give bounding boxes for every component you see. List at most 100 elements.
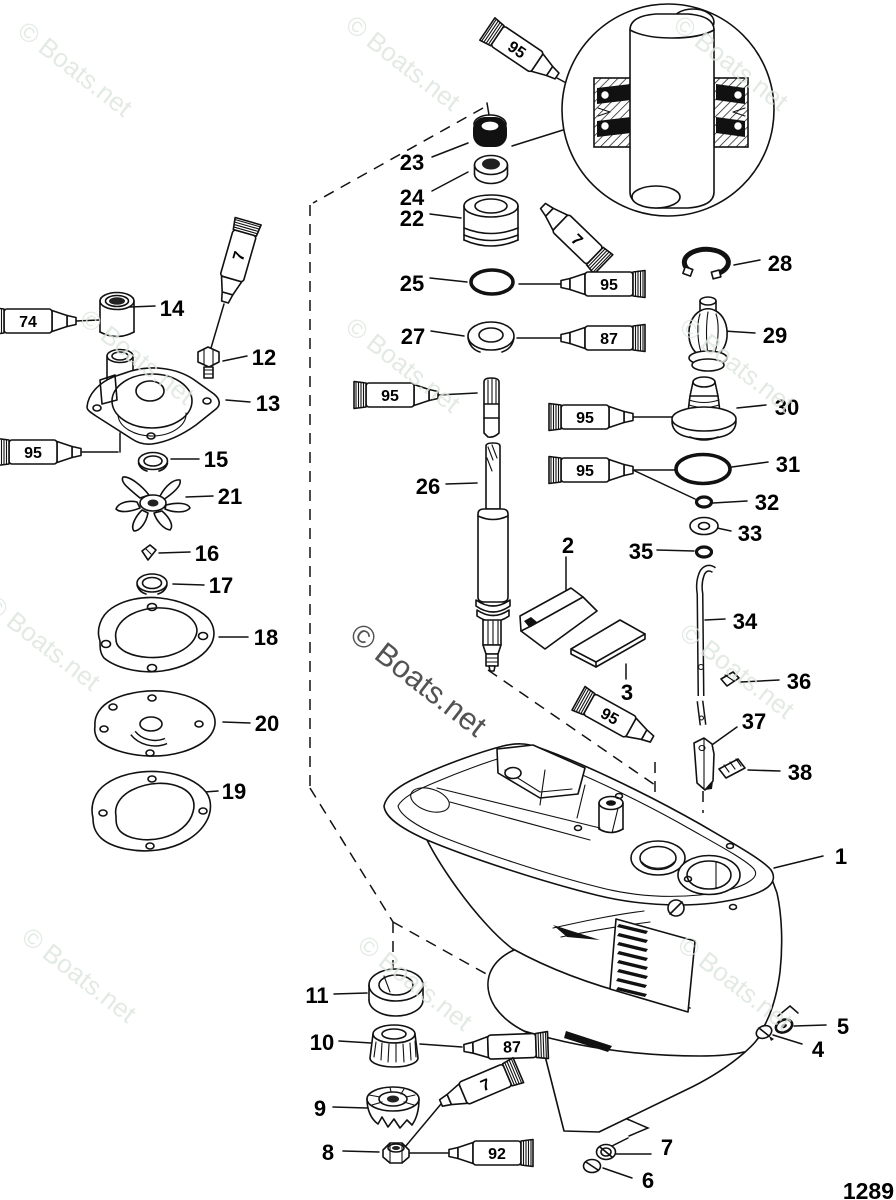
- callout-11[interactable]: 11: [305, 983, 328, 1008]
- callout-21[interactable]: 21: [218, 484, 242, 509]
- part-38-pin: [718, 758, 746, 779]
- tube-7-icon: [211, 216, 262, 307]
- part-35-washer-small: [694, 545, 714, 559]
- callout-10[interactable]: 10: [310, 1030, 334, 1055]
- part-30-plug-assembly: [671, 376, 737, 441]
- tube-label: 95: [24, 445, 42, 462]
- part-33-washer: [689, 516, 719, 536]
- tube-7-icon: [532, 195, 614, 275]
- callout-9[interactable]: 9: [314, 1096, 326, 1121]
- part-28-retaining-clip: [681, 246, 731, 280]
- part-27-ball-bearing: [467, 321, 515, 353]
- watermark-text: © Boats.net: [0, 589, 107, 697]
- part-26-driveshaft: [475, 377, 511, 672]
- callout-2[interactable]: 2: [562, 533, 574, 558]
- part-34-shift-rod: [695, 564, 716, 726]
- callout-28[interactable]: 28: [768, 251, 792, 276]
- part-25-o-ring: [469, 268, 515, 296]
- tube-label: 87: [503, 1039, 521, 1057]
- tube-label: 95: [576, 410, 594, 427]
- part-31-o-ring: [674, 452, 732, 486]
- callout-26[interactable]: 26: [416, 474, 440, 499]
- callout-3[interactable]: 3: [621, 680, 633, 705]
- part-21-impeller: [115, 476, 191, 532]
- part-9-pinion-gear: [366, 1086, 420, 1129]
- part-16-impeller-key: [141, 544, 157, 561]
- part-10-tapered-bearing: [369, 1024, 419, 1068]
- part-24-bearing: [473, 154, 509, 185]
- tube-label: 95: [600, 277, 618, 294]
- callout-23[interactable]: 23: [400, 150, 424, 175]
- part-8-pinion-nut: [382, 1142, 410, 1164]
- part-11-bearing-race: [368, 968, 424, 1017]
- callout-6[interactable]: 6: [642, 1168, 654, 1193]
- callout-1[interactable]: 1: [835, 844, 847, 869]
- part-32-washer-small: [694, 495, 714, 509]
- tube-label: 95: [597, 705, 621, 729]
- callout-25[interactable]: 25: [400, 271, 424, 296]
- callout-29[interactable]: 29: [763, 323, 787, 348]
- watermark-text: © Boats.net: [340, 9, 466, 117]
- callout-34[interactable]: 34: [733, 609, 758, 634]
- water-intake-slits: [616, 924, 648, 997]
- tube-7-icon: [434, 1056, 525, 1117]
- part-4-screw: [755, 1024, 774, 1041]
- tube-label: 95: [576, 463, 594, 480]
- callout-22[interactable]: 22: [400, 206, 424, 231]
- callout-38[interactable]: 38: [788, 760, 812, 785]
- tube-label: 87: [600, 331, 618, 348]
- callout-12[interactable]: 12: [252, 345, 276, 370]
- callout-8[interactable]: 8: [322, 1140, 334, 1165]
- callout-35[interactable]: 35: [629, 539, 653, 564]
- part-19-gasket: [91, 770, 212, 852]
- part-29-fitting: [688, 296, 728, 372]
- part-5-washer: [774, 1018, 794, 1034]
- watermark-text: © Boats.net: [12, 15, 138, 123]
- watermark-text: © Boats.net: [344, 616, 494, 744]
- part-15-seal-ring: [137, 451, 169, 472]
- part-14-bushing: [99, 291, 135, 338]
- callout-4[interactable]: 4: [812, 1037, 825, 1062]
- part-37-shift-cam: [693, 737, 715, 791]
- seal-block-right: [713, 77, 749, 148]
- callout-7[interactable]: 7: [661, 1135, 673, 1160]
- tube-label: 74: [19, 314, 37, 331]
- callout-36[interactable]: 36: [787, 669, 811, 694]
- callout-37[interactable]: 37: [742, 709, 766, 734]
- callout-19[interactable]: 19: [222, 779, 246, 804]
- part-22-bearing-carrier: [463, 194, 519, 247]
- part-12-bolt: [197, 346, 220, 379]
- part-2-shim-channel: [519, 587, 598, 650]
- part-6-screw: [582, 1158, 602, 1174]
- callout-24[interactable]: 24: [400, 185, 425, 210]
- part-18-gasket: [97, 596, 215, 673]
- watermark-text: © Boats.net: [16, 921, 142, 1029]
- callout-5[interactable]: 5: [837, 1014, 849, 1039]
- callout-18[interactable]: 18: [254, 625, 278, 650]
- tube-label: 95: [381, 388, 399, 405]
- callout-13[interactable]: 13: [256, 391, 280, 416]
- bearing-detail-circle: [561, 3, 775, 217]
- callout-27[interactable]: 27: [401, 324, 425, 349]
- callout-30[interactable]: 30: [775, 395, 799, 420]
- callout-31[interactable]: 31: [776, 452, 800, 477]
- part-3-shim-plate: [570, 619, 646, 668]
- seal-block-left: [593, 77, 634, 148]
- callout-20[interactable]: 20: [255, 711, 279, 736]
- part-13-pump-base: [86, 348, 220, 446]
- part-7-plug-screw: [595, 1143, 617, 1161]
- tube-label: 92: [488, 1146, 506, 1163]
- callout-14[interactable]: 14: [160, 296, 185, 321]
- callout-layer: 1234567891011121314151617181920212223242…: [160, 150, 849, 1193]
- callout-15[interactable]: 15: [204, 447, 228, 472]
- part-17-seal-ring: [136, 573, 168, 595]
- callout-17[interactable]: 17: [209, 573, 233, 598]
- callout-16[interactable]: 16: [195, 541, 219, 566]
- callout-32[interactable]: 32: [755, 490, 779, 515]
- gearcase-housing: [383, 743, 783, 1133]
- callout-33[interactable]: 33: [738, 521, 762, 546]
- part-20-face-plate: [93, 690, 216, 757]
- tube-74-icon: [0, 306, 77, 336]
